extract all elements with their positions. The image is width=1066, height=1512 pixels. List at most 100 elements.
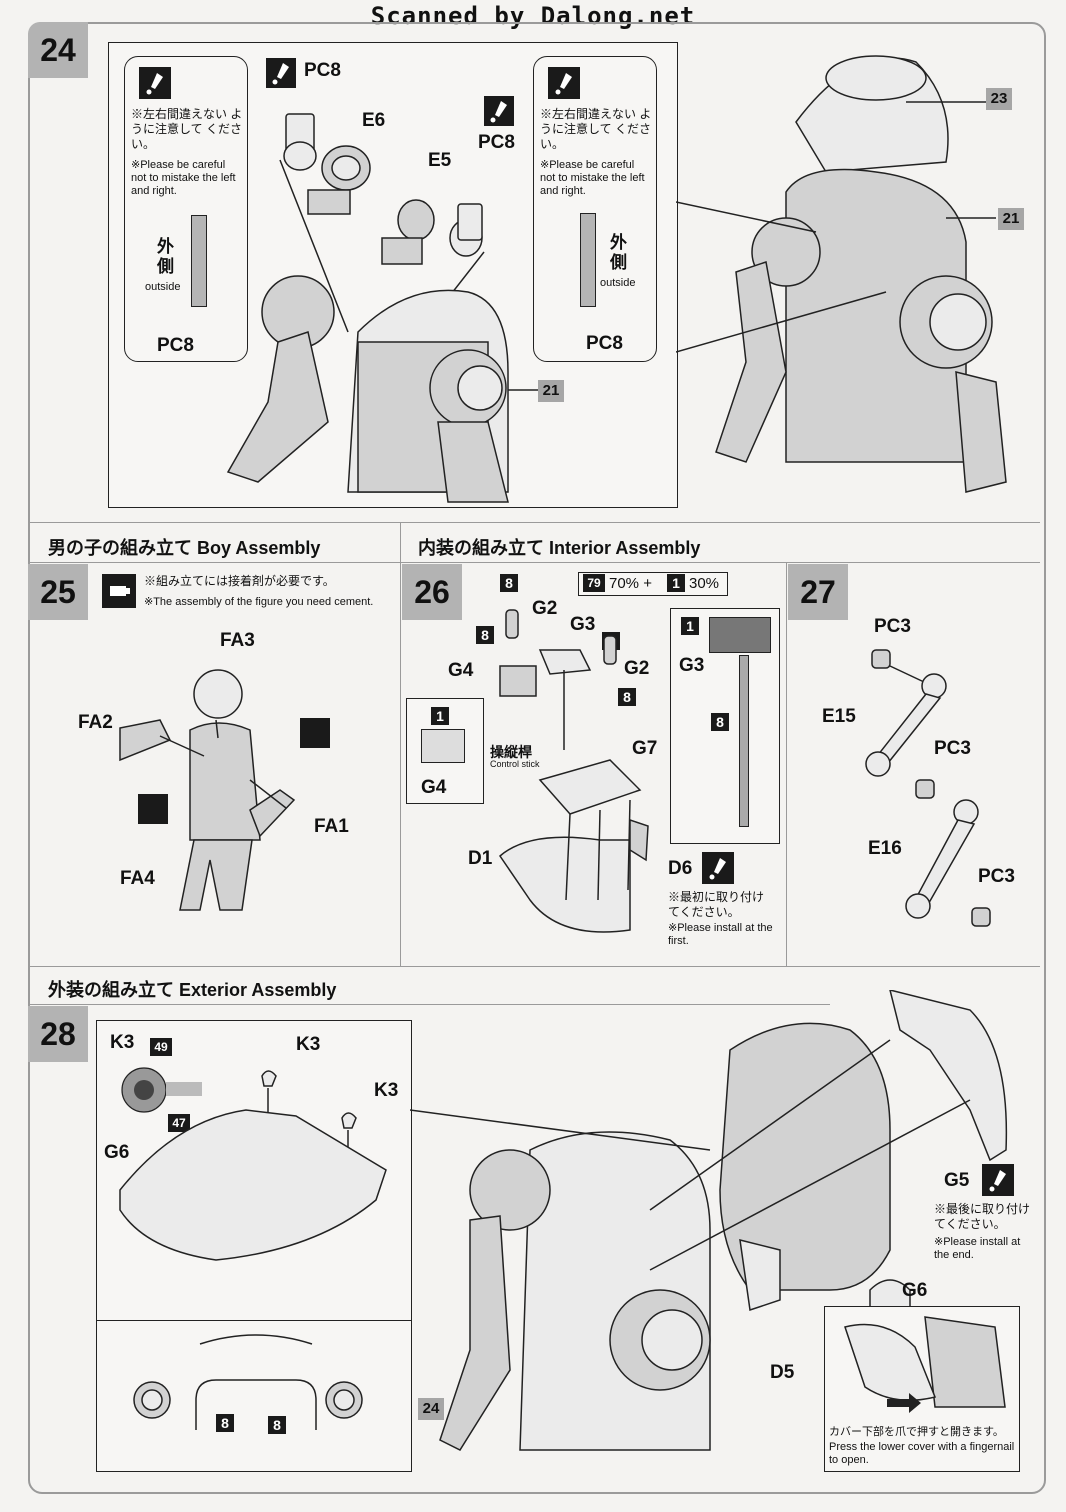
divider [30, 562, 1040, 563]
part-e16-label: E16 [868, 838, 902, 859]
control-stick-en: Control stick [490, 759, 540, 769]
part-fa4-label: FA4 [120, 868, 155, 889]
pc8-part-diagram [191, 215, 207, 307]
g3-part-diagram [709, 617, 771, 653]
part-g6-label: G6 [902, 1280, 928, 1301]
part-pc8-label: PC8 [586, 333, 623, 354]
part-g5-label: G5 [944, 1170, 970, 1191]
part-e5-label: E5 [428, 150, 452, 171]
paint-1-swatch: 1 [431, 707, 449, 725]
note-jp: ※左右間違えない ように注意して ください。 [540, 107, 652, 151]
section-boy-assembly: 男の子の組み立て Boy Assembly [48, 538, 321, 558]
step-24-assembled-drawing [676, 55, 1007, 493]
part-pc8-label: PC8 [157, 335, 194, 356]
divider [30, 1004, 830, 1005]
control-stick-jp: 操縦桿 [490, 744, 532, 760]
part-d5-label: D5 [770, 1362, 795, 1383]
caution-icon [266, 58, 296, 88]
part-pc8-label: PC8 [304, 60, 341, 81]
boy-figure-drawing [119, 669, 330, 911]
section-exterior-assembly: 外装の組み立て Exterior Assembly [48, 980, 337, 1000]
part-k3-label: K3 [374, 1080, 399, 1101]
step-28-k3-drawing [119, 1067, 387, 1430]
step-26-interior-drawing [499, 609, 649, 933]
install-first-jp: ※最初に取り付け てください。 [668, 890, 765, 919]
install-end-jp: ※最後に取り付け てください。 [934, 1202, 1031, 1231]
cover-open-jp: カバー下部を爪で押すと開きます。 [829, 1426, 1004, 1438]
scanned-by-banner: Scanned by Dalong.net [370, 2, 696, 30]
part-fa1-label: FA1 [314, 816, 349, 837]
cement-note-en: ※The assembly of the figure you need cem… [144, 596, 374, 608]
install-end-en: ※Please install at the end. [934, 1236, 1021, 1261]
note-en: ※Please be careful not to mistake the le… [131, 159, 236, 197]
paint-8-swatch: 8 [476, 626, 494, 644]
paint-1-swatch: 1 [667, 574, 685, 592]
part-k3-label: K3 [296, 1034, 321, 1055]
cover-open-detail-box: カバー下部を爪で押すと開きます。 Press the lower cover w… [824, 1306, 1020, 1472]
step-24-note-left: ※左右間違えない ように注意して ください。 ※Please be carefu… [124, 56, 248, 362]
caution-icon [484, 96, 514, 126]
note-jp: ※左右間違えない ように注意して ください。 [131, 107, 243, 151]
part-g4-label: G4 [448, 660, 474, 681]
part-pc3-label: PC3 [874, 616, 911, 637]
paint-8-swatch: 8 [500, 574, 518, 592]
g4-part-diagram [421, 729, 465, 763]
part-fa2-label: FA2 [78, 712, 113, 733]
outside-jp: 外側 [610, 233, 627, 272]
paint-1-percent: 30% [689, 575, 720, 592]
paint-8-swatch: 8 [216, 1414, 234, 1432]
step-24-number: 24 [28, 22, 88, 78]
ref-step-23: 23 [986, 88, 1012, 110]
part-k3-label: K3 [110, 1032, 135, 1053]
caution-icon [982, 1164, 1014, 1196]
ref-step-21: 21 [538, 380, 564, 402]
step-28-number: 28 [28, 1006, 88, 1062]
divider [400, 522, 401, 966]
control-stick-diagram [739, 655, 749, 827]
part-g3-label: G3 [570, 614, 596, 635]
outside-en: outside [145, 281, 181, 293]
paint-1-swatch: 1 [681, 617, 699, 635]
g4-detail-box: 1 G4 [406, 698, 484, 804]
pc8-part-diagram [580, 213, 596, 307]
step-24-note-right: ※左右間違えない ように注意して ください。 ※Please be carefu… [533, 56, 657, 362]
step-24-parts-drawing [226, 113, 538, 503]
paint-8-swatch: 8 [268, 1416, 286, 1434]
page-frame [28, 22, 1046, 1494]
part-pc3-label: PC3 [978, 866, 1015, 887]
divider [30, 522, 1040, 523]
cement-icon [102, 574, 136, 608]
cement-note-jp: ※組み立てには接着剤が必要です。 [144, 574, 335, 588]
caution-icon [702, 852, 734, 884]
caution-icon [139, 67, 171, 99]
cover-open-en: Press the lower cover with a fingernail … [829, 1441, 1015, 1466]
part-g4-label: G4 [421, 777, 447, 798]
part-g2-label: G2 [532, 598, 558, 619]
ref-step-24: 24 [418, 1398, 444, 1420]
paint-49-swatch: 49 [150, 1038, 172, 1056]
part-pc8-label: PC8 [478, 132, 515, 153]
paint-79-percent: 70% + [609, 575, 652, 592]
part-d1-label: D1 [468, 848, 493, 869]
section-interior-assembly: 内装の組み立て Interior Assembly [418, 538, 701, 558]
paint-79-swatch: 79 [583, 574, 605, 592]
step-25-number: 25 [28, 564, 88, 620]
part-g6-label: G6 [104, 1142, 130, 1163]
step-27-linkage-drawing [865, 649, 991, 927]
part-g2-label: G2 [624, 658, 650, 679]
step-27-number: 27 [788, 564, 848, 620]
ref-step-21: 21 [998, 208, 1024, 230]
part-pc3-label: PC3 [934, 738, 971, 759]
caution-icon [548, 67, 580, 99]
fingernail-drawing [844, 1316, 1006, 1413]
part-g7-label: G7 [632, 738, 658, 759]
paint-8-swatch: 8 [711, 713, 729, 731]
g3-detail-box: 1 G3 8 [670, 608, 780, 844]
part-d6-label: D6 [668, 858, 693, 879]
note-en: ※Please be careful not to mistake the le… [540, 159, 645, 197]
part-e6-label: E6 [362, 110, 386, 131]
install-first-en: ※Please install at the first. [668, 922, 773, 947]
outside-en: outside [600, 277, 636, 289]
paint-47-swatch: 47 [168, 1114, 190, 1132]
part-g3-label: G3 [679, 655, 705, 676]
